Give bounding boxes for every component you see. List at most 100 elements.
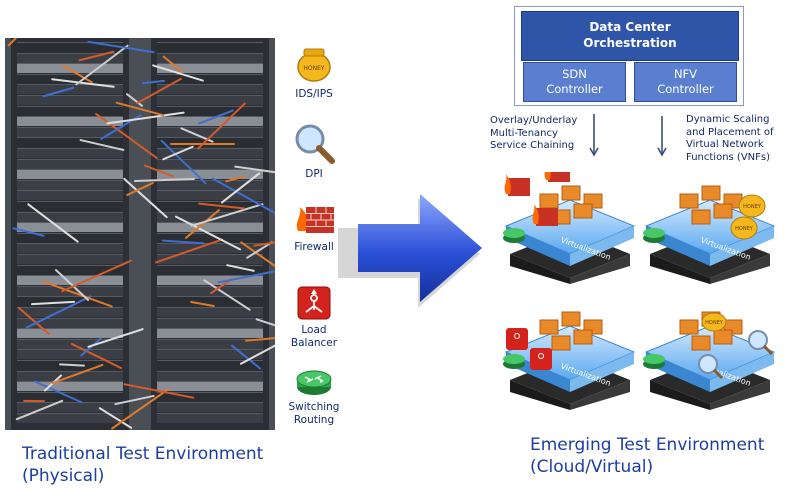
load-balancer-item: Load Balancer [284,286,344,350]
rack-unit [157,190,263,201]
down-arrow-icon [657,116,667,157]
load-balancer-label: Load Balancer [290,324,338,349]
rack-unit [17,73,123,84]
cable [22,399,46,403]
rack-unit [157,126,263,137]
rack-unit [17,264,123,275]
scaling-note: Dynamic Scaling and Placement of Virtual… [686,114,774,163]
rack-unit [17,243,123,254]
rack-unit [17,338,123,349]
rack-unit [157,42,263,52]
rack-unit [17,169,123,180]
rack-unit [17,190,123,201]
rack-unit [17,307,123,317]
firewall-icon [296,207,334,233]
rack-unit [157,275,263,286]
rack-unit [157,328,263,339]
magnifier-icon: HONEY [698,312,774,380]
rack-unit [17,42,123,52]
virtualized-cluster: Virtualization HONEY [643,311,776,410]
nfv-controller-label: NFV Controller [657,67,714,96]
virtualized-cluster: Virtualization [503,311,636,410]
down-arrow-icon [589,114,599,157]
nfv-controller-box: NFV Controller [634,62,737,102]
rack-unit [157,148,263,158]
dpi-item: DPI [284,122,344,181]
rack-unit [157,317,263,328]
rack-unit [17,211,123,222]
rack-unit [17,116,123,127]
honeypot-icon: HONEY HONEY [730,194,766,240]
virtualized-cluster: Virtualization HONEY HONEY [643,185,776,284]
rack-unit [157,158,263,169]
honeypot-text: HONEY [743,204,762,210]
overlay-note: Overlay/Underlay Multi-Tenancy Service C… [490,115,578,151]
dpi-label: DPI [305,168,323,180]
router-icon [296,370,332,395]
ids-ips-label: IDS/IPS [295,88,333,100]
rack-unit [157,73,263,84]
router-icon [503,354,525,369]
router-icon [503,228,525,243]
rack-unit [17,126,123,137]
load-balancer-icon [506,328,552,370]
rack-unit [157,285,263,296]
rack-unit [157,254,263,264]
rack-unit [157,179,263,190]
rack-unit [17,179,123,190]
rack-unit [157,95,263,105]
orchestration-title: Data Center Orchestration [583,20,677,50]
rack-unit [157,391,263,402]
rack-unit [17,402,123,413]
honeypot-text: HONEY [705,320,724,326]
orchestration-panel: Data Center Orchestration SDN Controller… [514,6,744,106]
rack-unit [157,402,263,413]
rack-unit [157,264,263,275]
rack-unit [157,381,263,392]
rack-unit [17,349,123,360]
magnifier-icon [295,124,335,164]
traditional-title: Traditional Test Environment (Physical) [22,444,264,486]
rack-unit [17,254,123,264]
rack-unit [157,338,263,349]
rack-unit [157,349,263,360]
rack-unit [157,360,263,370]
rack-unit [157,201,263,211]
rack-unit [17,95,123,105]
rack-unit [157,63,263,74]
rack-unit [17,328,123,339]
sdn-controller-box: SDN Controller [523,62,626,102]
firewall-item: Firewall [284,203,344,254]
rack-unit [17,158,123,169]
honeypot-text: HONEY [735,226,754,232]
rack-unit [17,52,123,63]
honeypot-icon: HONEY [297,48,331,82]
rack-unit [157,105,263,116]
rack-unit [17,275,123,286]
rack-unit [157,116,263,127]
rack-unit [157,52,263,63]
rack-unit [17,201,123,211]
rack-unit [17,381,123,392]
ids-ips-item: HONEY IDS/IPS [284,44,344,101]
emerging-title: Emerging Test Environment (Cloud/Virtual… [530,435,765,477]
firewall-icon [504,172,570,226]
sdn-controller-label: SDN Controller [546,67,603,96]
data-center-orchestration-box: Data Center Orchestration [521,11,739,61]
router-label: Switching Routing [288,401,340,426]
router-icon [643,354,665,369]
rack-unit [157,84,263,95]
rack-unit [157,413,263,423]
rack-unit [17,413,123,423]
rack-unit [157,307,263,317]
rack-unit [17,317,123,328]
rack-unit [17,222,123,233]
rack-unit [157,370,263,381]
rack-unit [17,148,123,158]
router-icon [643,228,665,243]
rack-unit [157,296,263,307]
firewall-label: Firewall [294,241,334,253]
server-rack-photo [5,38,275,430]
honeypot-text: HONEY [303,65,325,72]
virtualized-cluster: Virtualization [503,172,636,284]
